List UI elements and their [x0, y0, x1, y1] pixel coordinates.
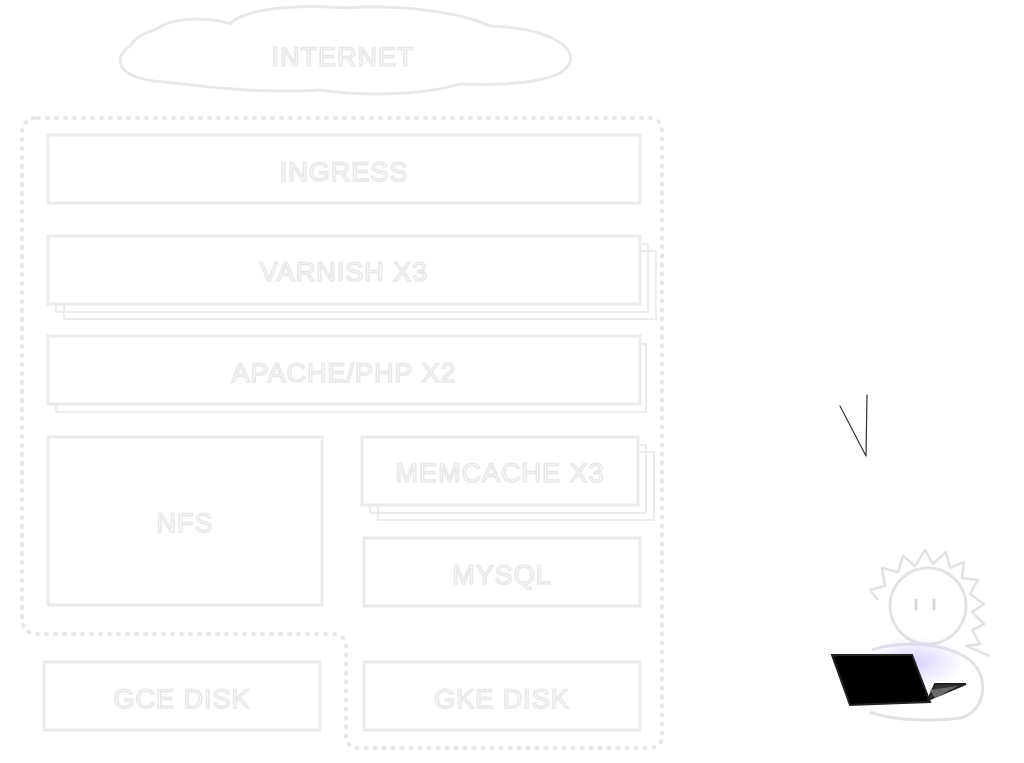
gke-disk-label: GKE DISK	[434, 684, 570, 714]
gce-disk-label: GCE DISK	[113, 684, 250, 714]
internet-cloud: INTERNET	[118, 5, 572, 96]
varnish-rect	[46, 234, 642, 306]
nfs-label: NFS	[157, 508, 214, 538]
cloud-shape	[118, 5, 572, 96]
memcache-rect	[360, 435, 640, 507]
mysql-box: MYSQL	[362, 536, 642, 608]
varnish-box-stack: VARNISH X3	[46, 234, 657, 320]
nfs-rect	[46, 435, 324, 607]
pencil-stroke-mark	[839, 394, 868, 457]
gce-disk-rect	[42, 660, 322, 732]
apache-label: APACHE/PHP X2	[231, 358, 456, 388]
mysql-rect	[362, 536, 642, 608]
memcache-box-stack: MEMCACHE X3	[360, 435, 655, 521]
face-circle	[888, 566, 968, 646]
ingress-rect	[46, 133, 642, 205]
apache-box-stack: APACHE/PHP X2	[46, 334, 647, 413]
ingress-box: INGRESS	[46, 133, 642, 205]
varnish-label: VARNISH X3	[260, 257, 429, 287]
memcache-label: MEMCACHE X3	[395, 458, 604, 488]
laptop-screen	[830, 654, 932, 707]
ingress-label: INGRESS	[280, 157, 409, 187]
apache-rect	[46, 334, 642, 406]
laptop-keyboard	[930, 686, 958, 698]
cluster-boundary	[20, 116, 664, 750]
gce-disk-box: GCE DISK	[42, 660, 322, 732]
mysql-label: MYSQL	[452, 560, 552, 590]
person-with-laptop-icon	[830, 548, 991, 722]
gke-disk-box: GKE DISK	[362, 660, 642, 732]
internet-label: INTERNET	[272, 42, 415, 72]
nfs-box: NFS	[46, 435, 324, 607]
gke-disk-rect	[362, 660, 642, 732]
hair-shape	[868, 548, 991, 658]
